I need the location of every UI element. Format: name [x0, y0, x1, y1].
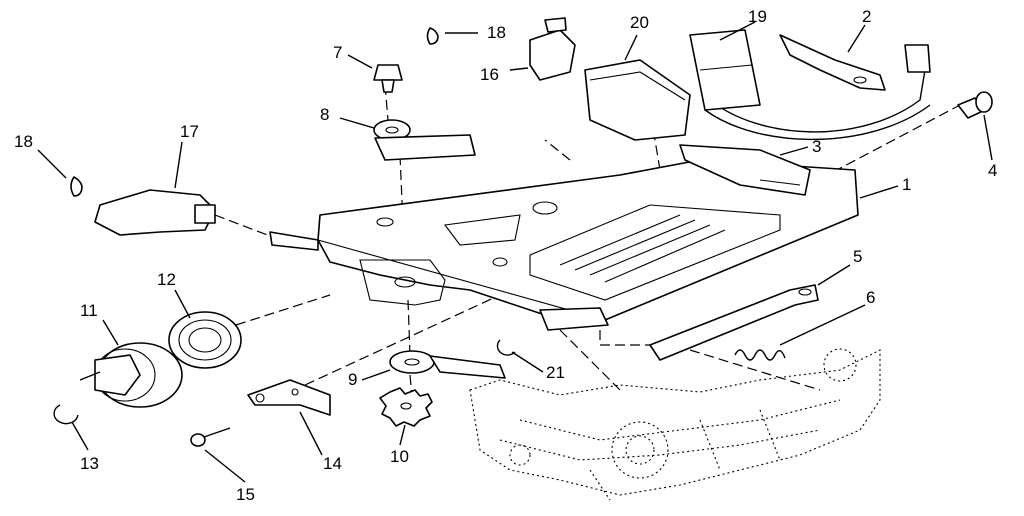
part-18-drop-b [70, 176, 83, 197]
part-12-coil [168, 311, 242, 369]
part-2-cable-bracket [704, 34, 931, 141]
part-13-ering [53, 404, 79, 425]
callout-2: 2 [862, 7, 871, 26]
part-19-ribbon [689, 29, 761, 111]
part-5-lever [649, 284, 819, 361]
callout-8: 8 [320, 105, 329, 124]
callout-7: 7 [333, 43, 342, 62]
callout-13: 13 [80, 454, 99, 473]
callout-labels: 1 2 3 4 5 6 7 8 9 10 11 12 13 14 15 16 1… [14, 7, 997, 504]
callout-6: 6 [866, 288, 875, 307]
callout-12: 12 [157, 270, 176, 289]
part-4-screw [957, 91, 993, 119]
callout-20: 20 [630, 13, 649, 32]
callout-5: 5 [853, 247, 862, 266]
callout-11: 11 [80, 301, 98, 320]
leader-lines [37, 21, 993, 483]
callout-10: 10 [390, 447, 409, 466]
part-8-arm [373, 119, 476, 161]
callout-18-top: 18 [487, 23, 506, 42]
part-11-drum [79, 342, 183, 408]
callout-17: 17 [180, 122, 199, 141]
callout-9: 9 [348, 370, 357, 389]
part-3-slider [679, 144, 811, 196]
callout-4: 4 [988, 161, 997, 180]
callout-3: 3 [812, 137, 821, 156]
part-7-plug [373, 64, 403, 93]
background-mechanism [469, 348, 881, 501]
callout-14: 14 [323, 454, 342, 473]
part-9-arm [389, 350, 506, 379]
part-6-spring [734, 349, 786, 361]
callout-18-left: 18 [14, 132, 33, 151]
part-20-block [584, 59, 691, 141]
part-16-switch [529, 17, 576, 81]
callout-21: 21 [546, 363, 565, 382]
part-21-ering [496, 339, 516, 356]
part-10-gear [379, 387, 433, 427]
part-15-screw [190, 427, 231, 447]
callout-16: 16 [480, 65, 499, 84]
callout-1: 1 [902, 175, 911, 194]
callout-15: 15 [236, 485, 255, 504]
part-18-drop-a [426, 27, 439, 45]
part-17-sensor [94, 189, 216, 236]
callout-19: 19 [748, 7, 767, 26]
part-14-bracket [247, 379, 331, 416]
part-1-chassis [269, 159, 859, 331]
